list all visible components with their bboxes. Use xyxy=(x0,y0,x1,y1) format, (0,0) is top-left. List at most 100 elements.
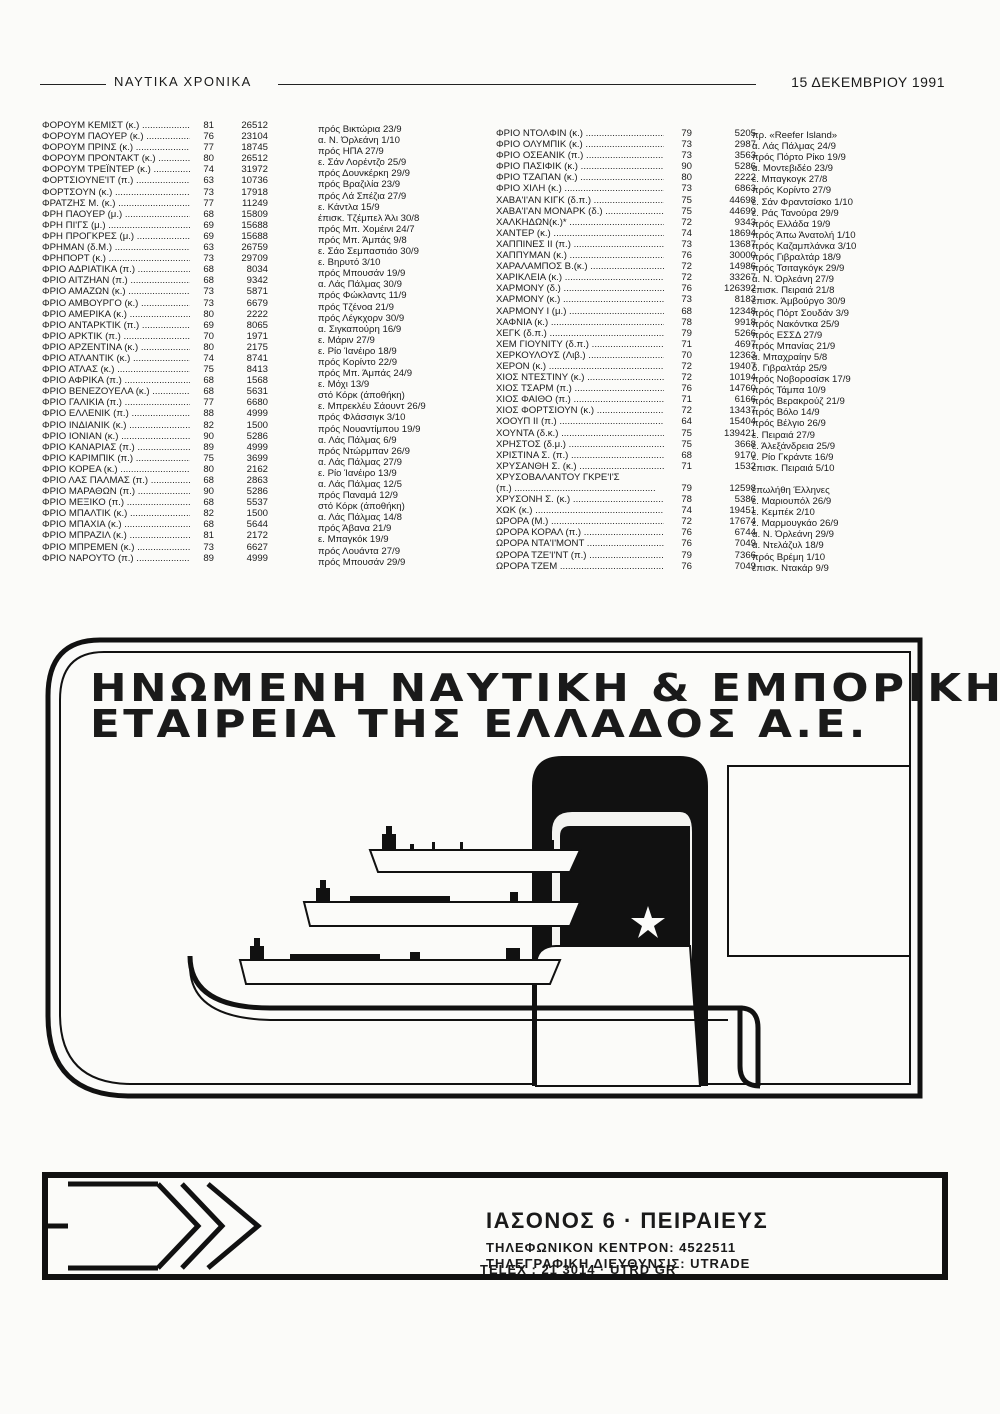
tonnage: 1500 xyxy=(246,419,268,431)
ship-name: ΧΟΟΥΠ ΙΙ (π.) xyxy=(496,416,664,427)
ship-name: ΧΑΠΠΙΝΕΣ ΙΙ (π.) xyxy=(496,239,664,250)
ship-name: ΧΑΡΜΟΝΥ (δ.) xyxy=(496,283,664,294)
voyage-entry: α. Σιγκαπούρη 16/9 xyxy=(318,323,402,335)
build-year: 80 xyxy=(203,341,214,353)
build-year: 70 xyxy=(681,349,692,361)
build-year: 81 xyxy=(203,530,214,542)
tonnage: 10736 xyxy=(241,175,268,187)
tonnage: 1532 xyxy=(734,460,756,472)
tonnage: 2175 xyxy=(246,341,268,353)
ship-name: ΦΡΗ ΠΑΟΥΕΡ (μ.) xyxy=(42,209,190,220)
voyage-entry: ε. Ράς Τανούρα 29/9 xyxy=(752,207,839,219)
tonnage: 6166 xyxy=(734,394,756,406)
tonnage: 8034 xyxy=(246,264,268,276)
build-year: 73 xyxy=(203,286,214,298)
build-year: 77 xyxy=(203,197,214,209)
ship-name: ΦΡΙΟ ΚΑΡΙΜΠΙΚ (π.) xyxy=(42,453,190,464)
tonnage: 33267 xyxy=(729,272,756,284)
build-year: 90 xyxy=(203,430,214,442)
voyage-entry: έπωλήθη Έλληνες xyxy=(752,485,830,496)
build-year: 73 xyxy=(203,186,214,198)
build-year: 72 xyxy=(681,272,692,284)
telegraph-line: ΤΗΛΕΓΡΑΦΙΚΗ ΔΙΕΥΘΥΝΣΙΣ: UTRADE xyxy=(486,1256,751,1271)
company-address: ΙΑΣΟΝΟΣ 6 · ΠΕΙΡΑΙΕΥΣ xyxy=(486,1208,769,1233)
ship-name: ΧΩΚ (κ.) xyxy=(496,505,664,516)
tonnage: 17918 xyxy=(241,186,268,198)
tonnage: 5537 xyxy=(246,497,268,509)
voyage-entry: ε. Ρίο Ίανέιρο 18/9 xyxy=(318,345,397,357)
ship-name: ΦΡΙΟ ΜΠΡΕΜΕΝ (κ.) xyxy=(42,542,190,553)
ship-name: ΧΡΥΣΟΝΗ Σ. (κ.) xyxy=(496,494,664,505)
tonnage: 12363 xyxy=(729,349,756,361)
build-year: 72 xyxy=(681,360,692,372)
ship-name: ΧΕΓΚ (δ.π.) xyxy=(496,328,664,339)
tonnage: 3699 xyxy=(246,452,268,464)
voyage-entry: πρός Μπ. Άμπάς 9/8 xyxy=(318,234,407,246)
build-year: 75 xyxy=(203,452,214,464)
voyage-entry: α. Ν. Όρλεάνη 1/10 xyxy=(318,135,400,147)
tonnage: 19407 xyxy=(729,360,756,372)
voyage-entry: δ. Γιβραλτάρ 25/9 xyxy=(752,362,827,374)
ship-name: ΧΙΟΣ ΝΤΕΣΤΙΝΥ (κ.) xyxy=(496,372,664,383)
build-year: 73 xyxy=(203,253,214,265)
build-year: 78 xyxy=(681,316,692,328)
build-year: 69 xyxy=(203,319,214,331)
tonnage: 14986 xyxy=(729,261,756,273)
voyage-entry: α. Ντελάζυλ 18/9 xyxy=(752,540,824,552)
tonnage: 1971 xyxy=(246,330,268,342)
header-rule-left xyxy=(40,84,106,85)
ship-name: ΧΑΒΑ'Ι'ΑΝ ΚΙΓΚ (δ.π.) xyxy=(496,195,664,206)
voyage-entry: ε. Σάν Λορέντζο 25/9 xyxy=(318,157,407,169)
voyage-entry: α. Ν. Όρλεάνη 29/9 xyxy=(752,529,834,541)
build-year: 90 xyxy=(203,486,214,498)
ship-name: ΦΡΙΟ ΙΝΔΙΑΝΙΚ (κ.) xyxy=(42,420,190,431)
tonnage: 2987 xyxy=(734,139,756,151)
voyage-entry: πρός Πόρτ Σουδάν 3/9 xyxy=(752,307,849,319)
ship-name: ΦΡΙΟ ΜΠΑΛΤΙΚ (κ.) xyxy=(42,508,190,519)
voyage-entry: ε. Μπαγκογκ 27/8 xyxy=(752,174,828,186)
build-year: 80 xyxy=(203,463,214,475)
voyage-entry: πρός Βρέμη 1/10 xyxy=(752,551,826,563)
voyage-entry: πρός Μπ. Χομέινι 24/7 xyxy=(318,223,415,235)
build-year: 79 xyxy=(681,128,692,139)
tonnage: 139421 xyxy=(723,427,756,439)
ship-name: ΦΟΡΟΥΜ ΤΡΕΪΝΤΕΡ (κ.) xyxy=(42,164,190,175)
contact-footer: ΙΑΣΟΝΟΣ 6 · ΠΕΙΡΑΙΕΥΣ ΤΗΛΕΦΩΝΙΚΟΝ ΚΕΝΤΡΟ… xyxy=(42,1172,948,1280)
build-year: 73 xyxy=(203,297,214,309)
tonnage: 18745 xyxy=(241,142,268,154)
build-year: 80 xyxy=(203,308,214,320)
build-year: 88 xyxy=(203,408,214,420)
ship-name: ΧΕΡΟΝ (κ.) xyxy=(496,361,664,372)
build-year: 79 xyxy=(681,483,692,494)
build-year: 75 xyxy=(681,427,692,439)
voyage-entry: πρός Βόλο 14/9 xyxy=(752,407,820,419)
tonnage: 2863 xyxy=(246,475,268,486)
ship-name: ΦΡΙΟ ΓΑΛΙΚΙΑ (π.) xyxy=(42,397,190,408)
